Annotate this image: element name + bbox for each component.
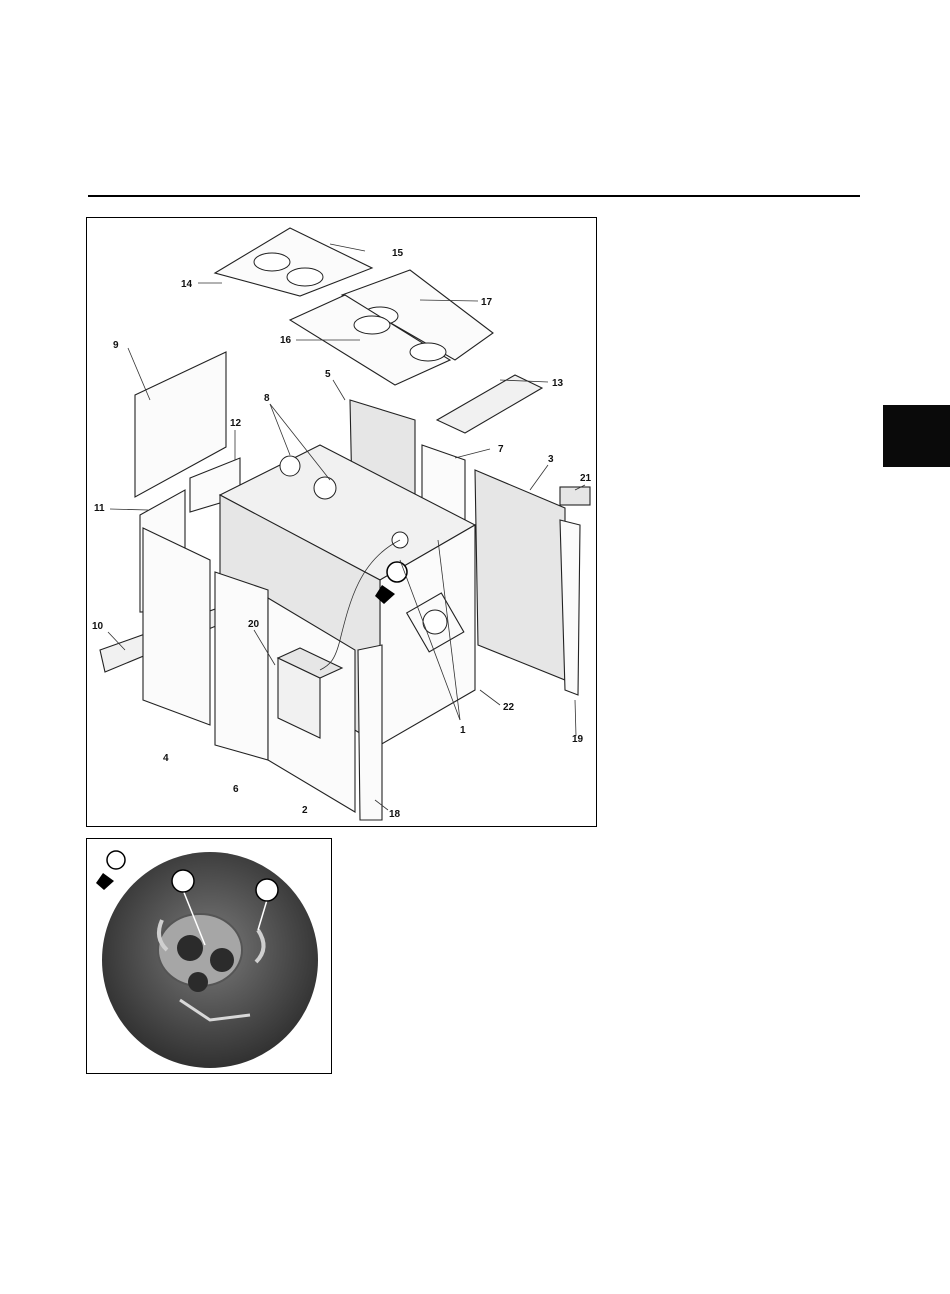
label-17: 17 bbox=[481, 297, 493, 308]
panel-13 bbox=[437, 375, 542, 433]
label-11: 11 bbox=[94, 503, 105, 514]
label-7: 7 bbox=[498, 444, 504, 455]
label-21: 21 bbox=[580, 473, 592, 484]
panel-4 bbox=[143, 528, 210, 725]
panel-3 bbox=[475, 470, 565, 680]
panel-6 bbox=[215, 572, 268, 760]
detail-callout-a bbox=[172, 870, 194, 892]
label-3: 3 bbox=[548, 454, 554, 465]
label-22: 22 bbox=[503, 702, 515, 713]
label-13: 13 bbox=[552, 378, 564, 389]
label-8: 8 bbox=[264, 393, 270, 404]
detail-callout-b bbox=[256, 879, 278, 901]
label-12: 12 bbox=[230, 418, 242, 429]
label-6: 6 bbox=[233, 784, 239, 795]
detail-photo bbox=[102, 852, 318, 1068]
label-5: 5 bbox=[325, 369, 331, 380]
label-18: 18 bbox=[389, 809, 401, 820]
label-4: 4 bbox=[163, 753, 169, 764]
label-1: 1 bbox=[460, 725, 466, 736]
detail-callout-marker bbox=[387, 562, 407, 582]
top-panel-15 bbox=[215, 228, 372, 296]
detail-view-marker bbox=[107, 851, 125, 869]
label-19: 19 bbox=[572, 734, 584, 745]
panel-18 bbox=[358, 645, 382, 820]
label-10: 10 bbox=[92, 621, 104, 632]
label-15: 15 bbox=[392, 248, 404, 259]
detail-view-pointer bbox=[96, 873, 114, 890]
label-16: 16 bbox=[280, 335, 292, 346]
label-20: 20 bbox=[248, 619, 260, 630]
label-9: 9 bbox=[113, 340, 119, 351]
label-2: 2 bbox=[302, 805, 308, 816]
label-14: 14 bbox=[181, 279, 193, 290]
